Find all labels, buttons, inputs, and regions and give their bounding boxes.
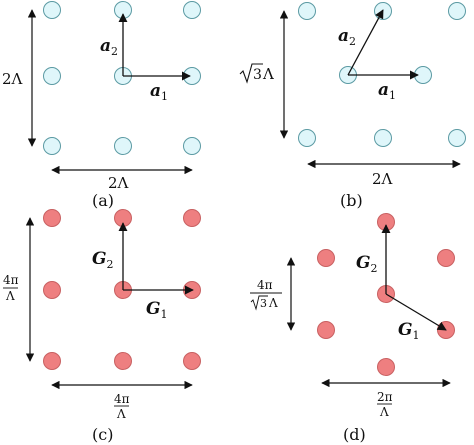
svg-text:Λ: Λ [268,296,278,310]
svg-text:3: 3 [260,297,267,310]
panel-a-caption: (a) [92,191,114,210]
panel-b-horizontal-dimension-label: 2Λ [372,170,393,188]
reciprocal-point [114,352,132,370]
svg-text:3: 3 [253,67,262,83]
lattice-point [114,137,132,155]
panel-b: a2 a1 3 Λ 2Λ (b) [239,2,466,210]
reciprocal-point [437,249,455,267]
panel-a-label-a2: a2 [100,36,118,58]
svg-text:4π: 4π [3,273,19,287]
svg-text:4π: 4π [257,278,273,292]
panel-d-vertical-dimension-label: 4π 3 Λ [250,278,282,311]
panel-c-caption: (c) [92,425,113,444]
panel-b-label-a1: a1 [378,80,396,102]
reciprocal-point [183,209,201,227]
panel-c: G2 G1 4π Λ 4π Λ (c) [3,209,201,444]
lattice-point [43,67,61,85]
panel-a: a2 a1 2Λ 2Λ (a) [2,1,201,210]
reciprocal-point [43,281,61,299]
panel-a-vertical-dimension-label: 2Λ [2,70,23,88]
panel-a-lattice-points [43,1,201,155]
reciprocal-point [317,249,335,267]
svg-text:Λ: Λ [5,289,15,303]
svg-text:Λ: Λ [116,407,126,421]
panel-d-caption: (d) [343,425,366,444]
svg-text:4π: 4π [114,392,130,406]
panel-a-horizontal-dimension-label: 2Λ [108,174,129,192]
reciprocal-point [377,358,395,376]
panel-b-caption: (b) [340,191,363,210]
panel-b-vector-a2 [347,9,384,76]
panel-c-vertical-dimension-label: 4π Λ [3,273,19,303]
lattice-point [374,129,392,147]
lattice-point [298,129,316,147]
lattice-point [183,137,201,155]
panel-c-horizontal-dimension-label: 4π Λ [114,392,130,421]
panel-a-label-a1: a1 [150,81,168,103]
lattice-point [43,137,61,155]
panel-d-label-g2: G2 [356,253,378,275]
panel-d-horizontal-dimension-label: 2π Λ [377,390,393,419]
panel-d: G2 G1 4π 3 Λ 2π Λ (d) [250,213,455,444]
lattice-point [183,1,201,19]
reciprocal-point [43,352,61,370]
svg-text:Λ: Λ [262,65,274,83]
panel-c-label-g2: G2 [92,249,114,271]
lattice-point [298,2,316,20]
reciprocal-point [183,352,201,370]
panel-b-vertical-dimension-label: 3 Λ [239,63,274,84]
lattice-point [448,129,466,147]
lattice-point [448,2,466,20]
reciprocal-point [317,321,335,339]
svg-text:2π: 2π [377,390,393,404]
lattice-point [43,1,61,19]
svg-text:Λ: Λ [379,405,389,419]
panel-d-label-g1: G1 [398,320,420,342]
panel-d-vector-g1 [385,293,447,331]
reciprocal-point [43,209,61,227]
panel-c-label-g1: G1 [146,299,168,321]
panel-b-label-a2: a2 [338,26,356,48]
